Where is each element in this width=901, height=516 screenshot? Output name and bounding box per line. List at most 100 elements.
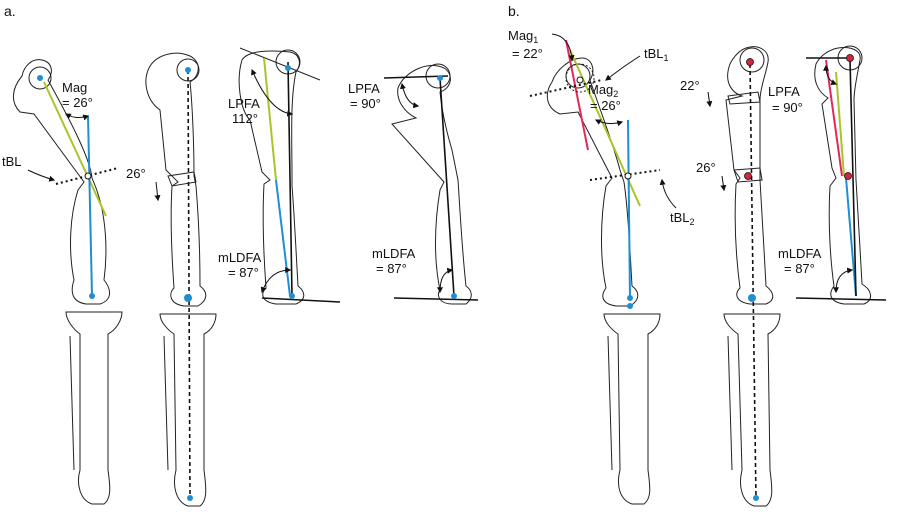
mechanical-axis-a1 <box>87 115 93 297</box>
mechanical-axis-a2 <box>187 69 191 501</box>
lpfa-arc-a4 <box>400 82 420 109</box>
hip-center-b3 <box>846 54 854 62</box>
ankle-center-b2 <box>753 495 759 501</box>
intersection-1-b1 <box>576 76 584 84</box>
knee-center-a3 <box>289 293 295 299</box>
hip-center-b2 <box>746 58 754 66</box>
lpfa-arc-b3 <box>823 64 838 85</box>
wedge-1-b2 <box>727 91 761 105</box>
anatomic-axis-b3 <box>835 71 845 177</box>
panel-a-label: a. <box>4 3 16 19</box>
tbl-line-a1 <box>55 167 119 185</box>
intersection-a1 <box>84 172 92 180</box>
fibula-a1 <box>69 335 75 471</box>
mag2-label-b1: Mag2 <box>588 82 618 99</box>
mldfa-label-b3: mLDFA <box>778 246 822 261</box>
tibia-b1 <box>603 313 661 505</box>
tibial-plateau-center-b1 <box>627 303 633 309</box>
panel-b-label: b. <box>508 3 520 19</box>
lpfa-value-a3: 112° <box>232 111 258 126</box>
mldfa-arc-a4 <box>437 267 454 294</box>
mldfa-arc-b3 <box>833 267 854 294</box>
knee-center-b1 <box>627 295 633 301</box>
wedge-arrow-2-b2 <box>720 175 727 192</box>
anatomic-axis-a1 <box>43 81 107 217</box>
knee-center-a2 <box>184 294 192 302</box>
lpfa-label-a4: LPFA <box>348 81 380 96</box>
hip-center-a4 <box>437 75 443 81</box>
tbl-arrow-a1 <box>27 169 56 182</box>
femoral-head-b2 <box>739 47 765 73</box>
mechanical-axis-b1 <box>627 119 631 301</box>
lpfa-label-b3: LPFA <box>768 84 800 99</box>
tbl1-arrow-b1 <box>605 55 641 81</box>
mldfa-value-a3: = 87° <box>228 265 259 280</box>
mag1-label-b1: Mag1 <box>508 28 538 45</box>
mag-arc-a1 <box>64 113 90 121</box>
proximal-cora-circle-b1 <box>565 63 595 93</box>
mldfa-value-a4: = 87° <box>376 261 407 276</box>
mechanical-axis-a4 <box>439 77 455 297</box>
panel-a-limb-1: Mag = 26° tBL <box>2 59 123 505</box>
femur-a1 <box>13 59 110 305</box>
panel-a-femur-4: LPFA = 90° mLDFA = 87° <box>348 63 479 305</box>
fibula-a2 <box>163 335 169 471</box>
cora-b2 <box>744 172 752 180</box>
mag-label-a1: Mag <box>62 80 87 95</box>
tibia-b2 <box>723 313 781 507</box>
mag1-value-b1: = 22° <box>512 46 543 61</box>
neck-tangent-a3 <box>239 47 321 81</box>
femoral-head-a1 <box>28 66 52 90</box>
wedge-angle-2-b2: 26° <box>696 160 716 175</box>
knee-center-a1 <box>89 293 95 299</box>
knee-joint-line-b3 <box>795 297 887 301</box>
mag2-arc-b1 <box>594 119 624 127</box>
panel-b-femur-3: LPFA = 90° mLDFA = 87° <box>768 45 887 305</box>
mldfa-label-a3: mLDFA <box>218 250 262 265</box>
knee-joint-line-a3 <box>261 297 341 303</box>
tbl1-label-b1: tBL1 <box>644 46 669 63</box>
hip-center-a3 <box>285 65 291 71</box>
wedge-arrow-a2 <box>154 181 161 202</box>
panel-a-limb-2: 26° <box>126 52 217 507</box>
mechanical-axis-b2 <box>749 63 757 501</box>
tbl-label-a1: tBL <box>2 154 22 169</box>
mag2-value-b1: = 26° <box>590 98 621 113</box>
mag1-arrow-b1 <box>551 33 575 62</box>
ankle-center-a2 <box>187 495 193 501</box>
panel-a-femur-3: LPFA 112° mLDFA = 87° <box>218 47 341 305</box>
lpfa-value-b3: = 90° <box>772 100 803 115</box>
hip-center-a2 <box>185 67 191 73</box>
tbl2-label-b1: tBL2 <box>670 210 695 227</box>
mldfa-arc-a3 <box>260 267 292 294</box>
mechanical-axis-b3 <box>849 59 857 297</box>
cora-b3 <box>844 172 852 180</box>
mechanical-axis-lower-b3 <box>845 177 857 297</box>
lpfa-arc-a3 <box>251 68 294 117</box>
tibia-a1 <box>65 311 123 505</box>
femur-b1 <box>546 57 639 307</box>
wedge-angle-a2: 26° <box>126 166 146 181</box>
wedge-angle-1-b2: 22° <box>680 78 700 93</box>
knee-center-a4 <box>451 293 457 299</box>
tbl1-line-b1 <box>529 79 603 97</box>
knee-center-b2 <box>748 294 756 302</box>
knee-joint-line-a4 <box>393 297 479 301</box>
tibia-a2 <box>159 313 217 507</box>
lpfa-value-a4: = 90° <box>350 96 381 111</box>
intersection-2-b1 <box>624 172 632 180</box>
horizontal-ref-a4 <box>383 75 449 79</box>
fibula-b1 <box>607 335 613 471</box>
fibula-b2 <box>727 335 733 471</box>
femur-a2 <box>145 52 207 307</box>
wedge-a2 <box>167 171 197 187</box>
panel-b-limb-1: Mag1 = 22° tBL1 Mag2 = 26° tBL2 <box>508 28 695 505</box>
mldfa-value-b3: = 87° <box>784 261 815 276</box>
hip-center-a1 <box>37 75 43 81</box>
mldfa-label-a4: mLDFA <box>372 246 416 261</box>
panel-b-limb-2: 22° 26° <box>680 46 781 507</box>
tbl2-arrow-b1 <box>659 178 677 209</box>
wedge-2-b2 <box>733 167 763 183</box>
lpfa-label-a3: LPFA <box>228 96 260 111</box>
